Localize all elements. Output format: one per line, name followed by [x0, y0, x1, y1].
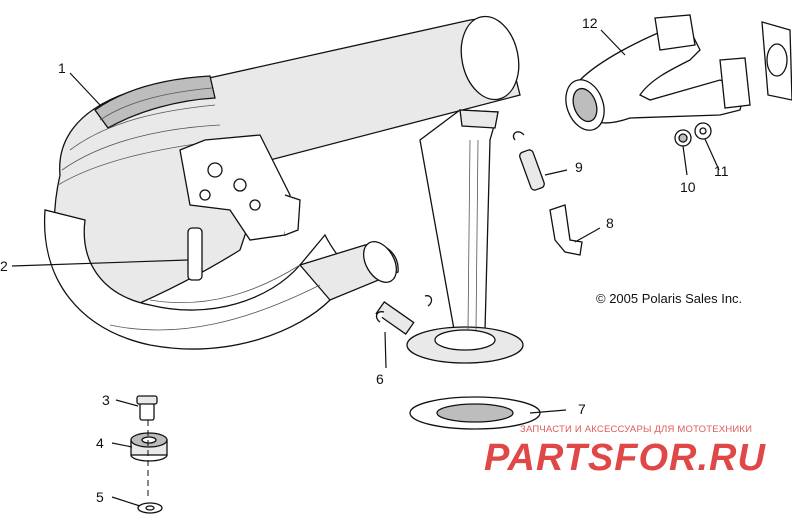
part-6-spring	[375, 295, 433, 335]
callout-2: 2	[0, 258, 8, 274]
part-8-clamp	[549, 204, 583, 256]
part-11-washer	[694, 122, 712, 140]
exhaust-manifold	[565, 14, 792, 131]
watermark-brand: PARTSFOR.RU	[484, 437, 766, 479]
watermark-tagline: ЗАПЧАСТИ И АКСЕССУАРЫ ДЛЯ МОТОТЕХНИКИ	[520, 424, 752, 435]
callout-1: 1	[58, 60, 66, 76]
callout-labels: 1 2 3 4 5 6 7 8 9 10 11 12	[0, 15, 729, 505]
callout-3: 3	[102, 392, 110, 408]
part-5-washer	[137, 502, 163, 514]
copyright-notice: © 2005 Polaris Sales Inc.	[596, 291, 742, 306]
callout-6: 6	[376, 371, 384, 387]
part-10-nut	[674, 129, 692, 147]
callout-11: 11	[714, 163, 729, 179]
callout-7: 7	[578, 401, 586, 417]
watermark: ЗАПЧАСТИ И АКСЕССУАРЫ ДЛЯ МОТОТЕХНИКИ PA…	[484, 424, 766, 479]
callout-5: 5	[96, 489, 104, 505]
part-3-bolt	[136, 395, 158, 421]
part-7-gasket	[409, 396, 541, 430]
callout-8: 8	[606, 215, 614, 231]
part-4-grommet	[130, 432, 168, 462]
tailpipe-and-flange	[406, 109, 524, 364]
callout-4: 4	[96, 435, 104, 451]
muffler-assembly	[43, 15, 521, 350]
callout-10: 10	[680, 179, 696, 195]
leader-lines	[11, 29, 720, 507]
callout-12: 12	[582, 15, 598, 31]
callout-9: 9	[575, 159, 583, 175]
part-9-spring	[512, 131, 545, 191]
